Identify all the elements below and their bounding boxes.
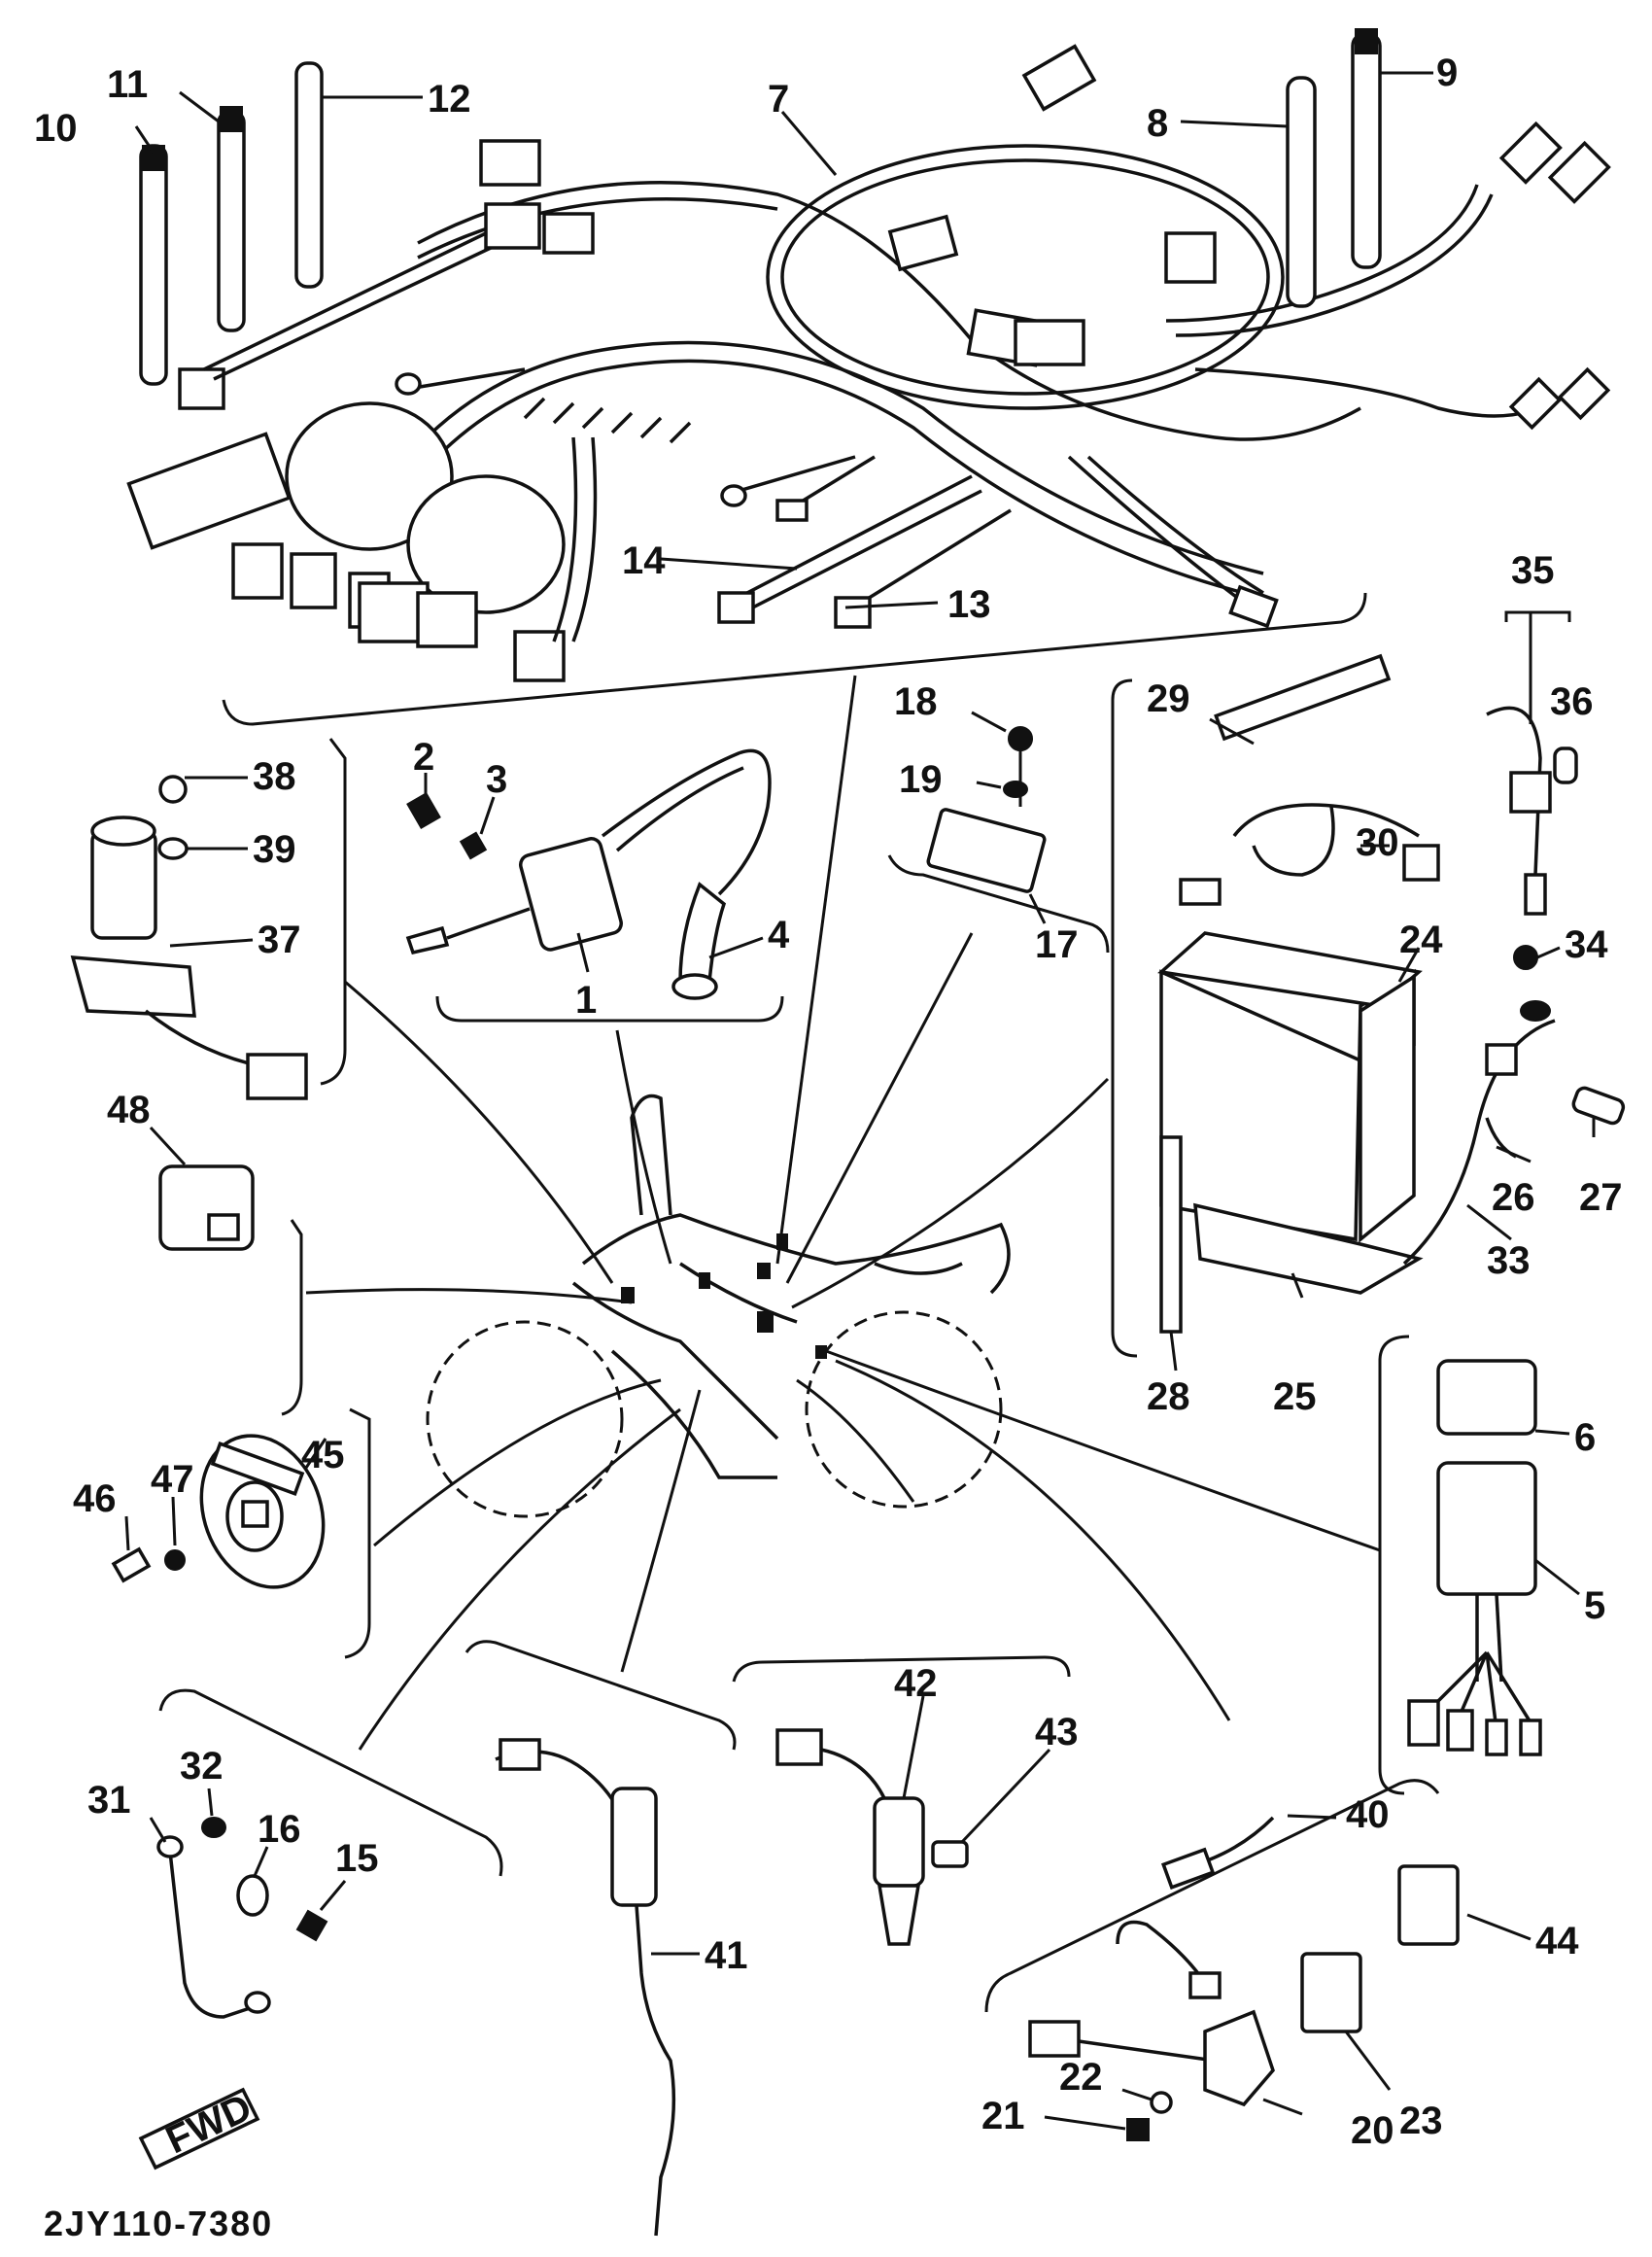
label-15: 15 xyxy=(335,1837,379,1880)
part-42-assembly xyxy=(775,1695,1051,1946)
regulator-assembly xyxy=(926,711,1047,924)
label-38: 38 xyxy=(253,755,296,798)
label-14: 14 xyxy=(622,539,666,582)
horn-assembly xyxy=(111,1434,327,1589)
group-brackets xyxy=(158,678,1440,2013)
label-41: 41 xyxy=(705,1934,748,1977)
label-28: 28 xyxy=(1147,1375,1190,1418)
label-31: 31 xyxy=(87,1779,131,1822)
part-41-assembly xyxy=(495,1738,700,2237)
label-43: 43 xyxy=(1035,1711,1079,1754)
label-13: 13 xyxy=(947,583,991,626)
label-9: 9 xyxy=(1436,52,1458,94)
label-4: 4 xyxy=(768,914,790,956)
label-48: 48 xyxy=(107,1089,151,1131)
label-2: 2 xyxy=(413,736,434,779)
label-12: 12 xyxy=(428,78,471,121)
motorcycle-frame-outline xyxy=(426,1094,1011,1518)
label-11: 11 xyxy=(107,63,148,106)
label-44: 44 xyxy=(1535,1920,1579,1962)
radial-connector-lines xyxy=(305,675,1381,1751)
label-46: 46 xyxy=(73,1477,117,1520)
diagram-code: 2JY110-7380 xyxy=(44,2204,273,2243)
label-47: 47 xyxy=(151,1458,194,1501)
label-26: 26 xyxy=(1492,1176,1535,1219)
label-30: 30 xyxy=(1356,821,1399,864)
label-5: 5 xyxy=(1584,1584,1605,1627)
label-24: 24 xyxy=(1399,919,1443,961)
label-25: 25 xyxy=(1273,1375,1317,1418)
label-35: 35 xyxy=(1511,549,1555,592)
ignition-coil-assembly xyxy=(405,748,772,1000)
label-20: 20 xyxy=(1351,2109,1394,2152)
label-27: 27 xyxy=(1579,1176,1623,1219)
top-leader-lines xyxy=(134,71,1433,609)
switch-assembly xyxy=(1028,1814,1532,2141)
part-48 xyxy=(149,1126,255,1251)
label-22: 22 xyxy=(1059,2056,1103,2099)
forward-direction-mark: FWD xyxy=(138,2086,260,2170)
label-32: 32 xyxy=(180,1745,224,1788)
label-36: 36 xyxy=(1550,680,1594,723)
battery-assembly xyxy=(1157,610,1626,1372)
label-40: 40 xyxy=(1346,1793,1390,1836)
wire-harness-group xyxy=(126,28,1611,726)
label-18: 18 xyxy=(894,680,938,723)
fwd-text: FWD xyxy=(159,2086,258,2162)
label-8: 8 xyxy=(1147,102,1168,145)
part-37-assembly xyxy=(70,775,308,1100)
label-6: 6 xyxy=(1574,1416,1596,1459)
label-17: 17 xyxy=(1035,923,1079,966)
label-33: 33 xyxy=(1487,1239,1531,1282)
ground-lead-assembly xyxy=(149,1788,347,2019)
label-45: 45 xyxy=(301,1434,345,1476)
label-23: 23 xyxy=(1399,2100,1443,2142)
label-42: 42 xyxy=(894,1662,938,1705)
label-39: 39 xyxy=(253,828,296,871)
label-19: 19 xyxy=(899,758,943,801)
label-21: 21 xyxy=(981,2095,1025,2137)
label-29: 29 xyxy=(1147,677,1190,720)
label-1: 1 xyxy=(575,979,597,1022)
label-7: 7 xyxy=(768,78,789,121)
label-10: 10 xyxy=(34,107,78,150)
label-37: 37 xyxy=(258,919,301,961)
relay-assembly xyxy=(1407,1359,1580,1756)
label-34: 34 xyxy=(1565,923,1608,966)
label-16: 16 xyxy=(258,1808,301,1851)
label-3: 3 xyxy=(486,758,507,801)
part-labels: 1 2 3 4 5 6 7 8 9 10 11 12 13 14 15 16 1… xyxy=(34,52,1623,2152)
